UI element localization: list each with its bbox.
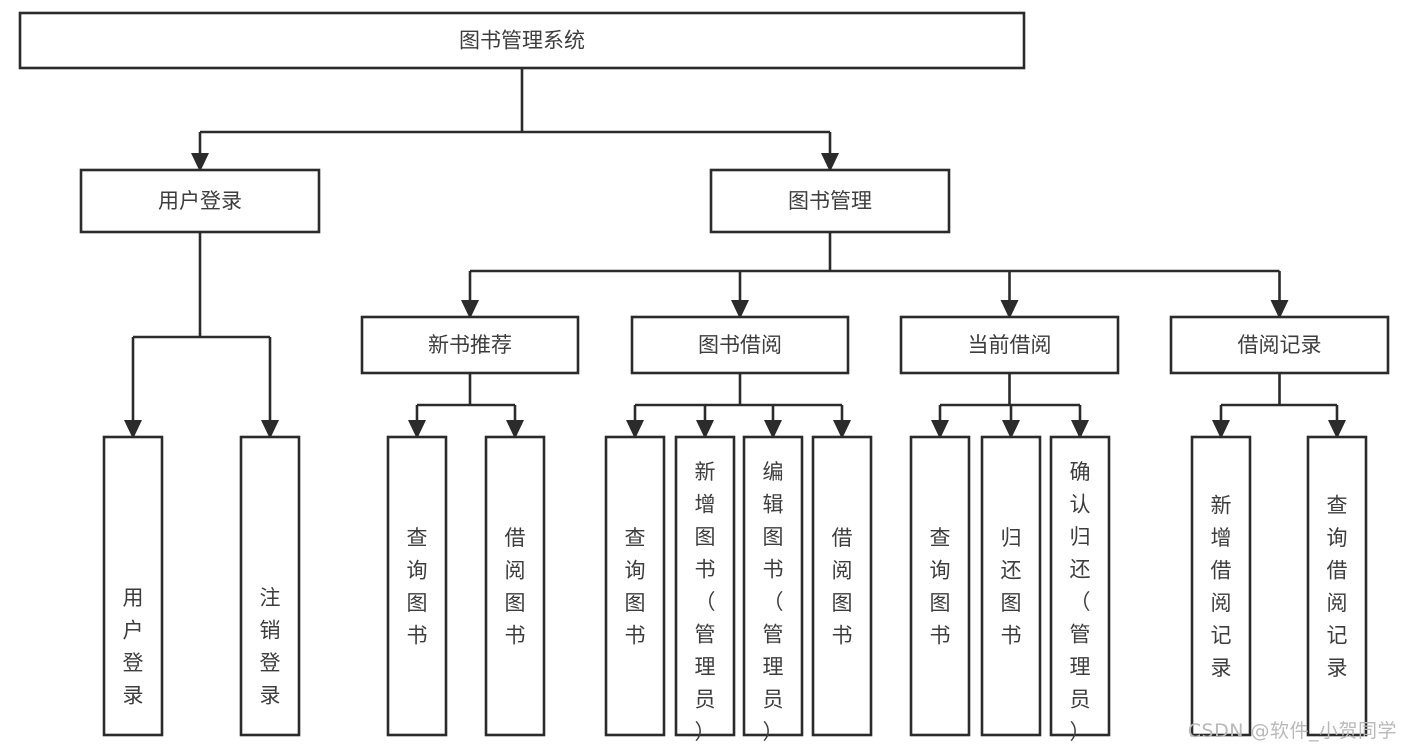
node-box-leaf-2: [239, 435, 301, 737]
node-box-leaf-7: [742, 435, 804, 737]
node-label-newbook: 新书推荐: [428, 333, 512, 357]
node-label-leaf-9: 查询图书: [930, 526, 951, 648]
node-box-leaf-8: [811, 435, 873, 737]
node-leaf-11[interactable]: 确认归还（管理员）: [1049, 435, 1111, 744]
node-layer: 图书管理系统用户登录图书管理新书推荐图书借阅当前借阅借阅记录用户登录注销登录查询…: [18, 11, 1390, 744]
node-leaf-6[interactable]: 新增图书（管理员）: [674, 435, 736, 744]
node-label-leaf-7: 编辑图书（管理员）: [763, 460, 784, 744]
node-leaf-7[interactable]: 编辑图书（管理员）: [742, 435, 804, 744]
node-root[interactable]: 图书管理系统: [18, 11, 1026, 70]
node-label-records: 借阅记录: [1238, 333, 1322, 357]
edge-layer: [124, 68, 1346, 439]
edge-group-bookmgmt: [461, 232, 1289, 319]
node-box-root: [18, 11, 1026, 70]
node-leaf-5[interactable]: 查询图书: [604, 435, 666, 737]
node-label-leaf-5: 查询图书: [625, 526, 646, 648]
node-leaf-12[interactable]: 新增借阅记录: [1190, 435, 1252, 737]
node-leaf-13[interactable]: 查询借阅记录: [1306, 435, 1368, 737]
node-leaf-10[interactable]: 归还图书: [980, 435, 1042, 737]
node-box-leaf-10: [980, 435, 1042, 737]
node-label-leaf-1: 用户登录: [123, 586, 144, 708]
node-box-borrow: [630, 315, 850, 375]
node-leaf-2[interactable]: 注销登录: [239, 435, 301, 737]
node-label-leaf-4: 借阅图书: [505, 526, 526, 648]
node-label-leaf-13: 查询借阅记录: [1327, 494, 1348, 681]
node-leaf-4[interactable]: 借阅图书: [484, 435, 546, 737]
node-box-newbook: [360, 315, 580, 375]
node-login[interactable]: 用户登录: [79, 168, 321, 234]
node-current[interactable]: 当前借阅: [899, 315, 1120, 375]
node-borrow[interactable]: 图书借阅: [630, 315, 850, 375]
edge-group-newbook: [408, 373, 524, 439]
node-label-leaf-8: 借阅图书: [832, 526, 853, 648]
node-label-borrow: 图书借阅: [698, 333, 782, 357]
node-box-current: [899, 315, 1120, 375]
node-box-leaf-13: [1306, 435, 1368, 737]
node-label-root: 图书管理系统: [459, 29, 585, 53]
node-box-leaf-6: [674, 435, 736, 737]
node-box-leaf-5: [604, 435, 666, 737]
node-label-login: 用户登录: [158, 189, 242, 213]
node-leaf-1[interactable]: 用户登录: [102, 435, 164, 737]
edge-group-root: [191, 68, 839, 172]
node-label-leaf-12: 新增借阅记录: [1211, 494, 1232, 681]
node-box-leaf-12: [1190, 435, 1252, 737]
node-label-leaf-2: 注销登录: [260, 586, 281, 708]
node-box-bookmgmt: [709, 168, 951, 234]
node-box-leaf-11: [1049, 435, 1111, 737]
node-label-leaf-6: 新增图书（管理员）: [695, 460, 716, 744]
edge-group-borrow: [626, 373, 851, 439]
node-box-leaf-3: [386, 435, 448, 737]
node-box-leaf-4: [484, 435, 546, 737]
node-bookmgmt[interactable]: 图书管理: [709, 168, 951, 234]
edge-group-records: [1212, 373, 1346, 439]
node-label-bookmgmt: 图书管理: [788, 189, 872, 213]
node-leaf-3[interactable]: 查询图书: [386, 435, 448, 737]
node-box-login: [79, 168, 321, 234]
node-records[interactable]: 借阅记录: [1169, 315, 1390, 375]
node-leaf-9[interactable]: 查询图书: [909, 435, 971, 737]
node-label-leaf-3: 查询图书: [407, 526, 428, 648]
edge-group-current: [931, 373, 1089, 439]
edge-group-login: [124, 232, 279, 439]
node-newbook[interactable]: 新书推荐: [360, 315, 580, 375]
node-label-leaf-10: 归还图书: [1001, 526, 1022, 648]
node-leaf-8[interactable]: 借阅图书: [811, 435, 873, 737]
node-box-leaf-9: [909, 435, 971, 737]
node-label-leaf-11: 确认归还（管理员）: [1070, 460, 1091, 744]
node-box-leaf-1: [102, 435, 164, 737]
node-label-current: 当前借阅: [968, 333, 1052, 357]
node-box-records: [1169, 315, 1390, 375]
